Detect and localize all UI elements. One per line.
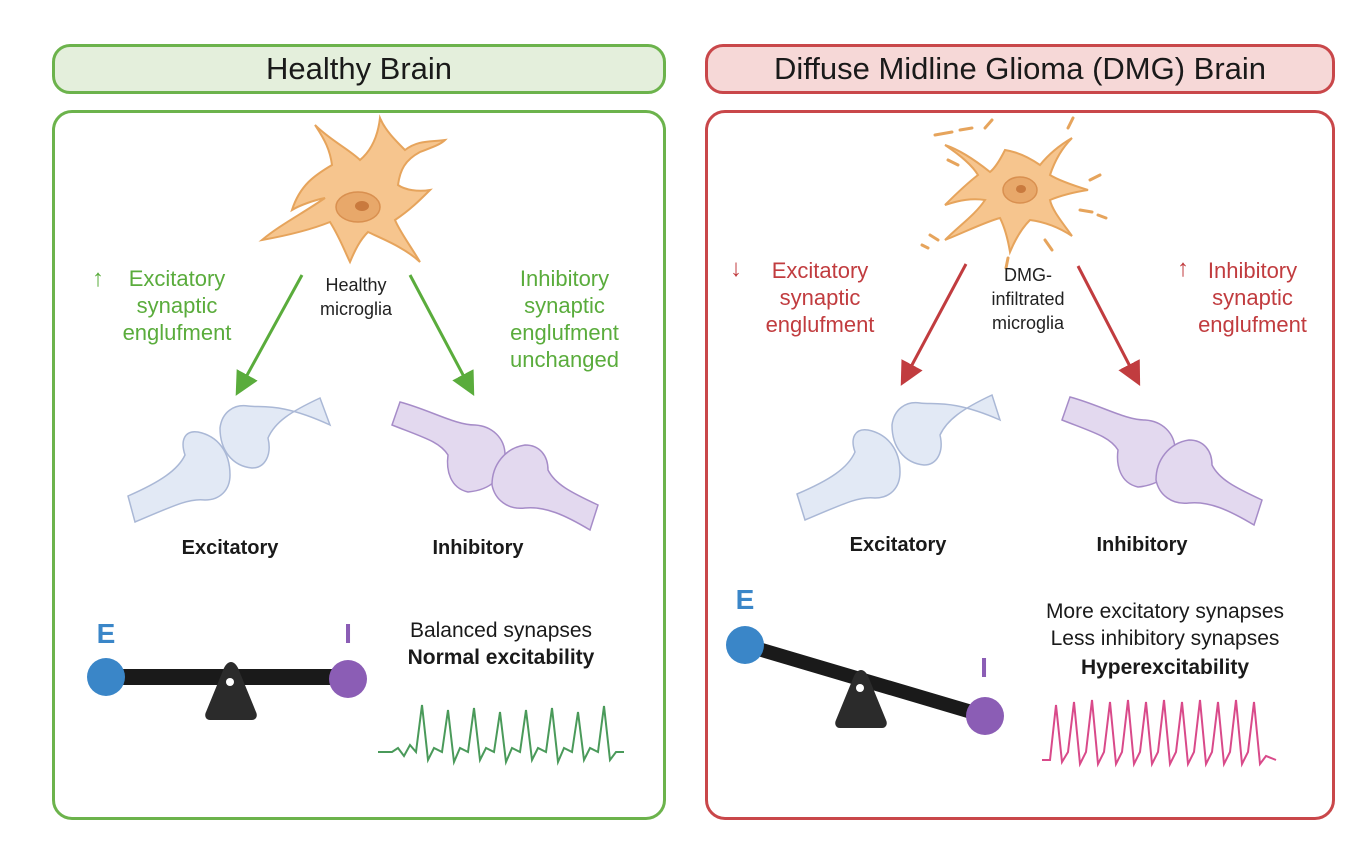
dmg-e-letter: E [735, 584, 755, 615]
dmg-header: Diffuse Midline Glioma (DMG) Brain [705, 44, 1335, 94]
dmg-status-line3: Hyperexcitability [1080, 656, 1250, 679]
dmg-inhibitory-synapse-icon [1061, 396, 1263, 527]
healthy-status-line1: Balanced synapses [409, 619, 593, 642]
dmg-left-arrow [900, 263, 968, 386]
healthy-i-letter: I [344, 618, 352, 649]
up-arrow-icon: ↑ [92, 265, 104, 292]
dmg-trace-icon [1042, 699, 1277, 768]
healthy-right-arrow [408, 274, 475, 396]
dmg-up-arrow-icon: ↑ [1177, 255, 1189, 282]
dmg-seesaw-icon [726, 626, 1004, 735]
dmg-right-label: Inhibitory synaptic englufment [1198, 258, 1307, 337]
healthy-microglia-label: Healthy microglia [319, 275, 393, 319]
healthy-excitatory-label: Excitatory [181, 537, 279, 559]
dmg-e-node [726, 626, 764, 664]
healthy-header: Healthy Brain [52, 44, 666, 94]
healthy-seesaw-icon [87, 658, 367, 720]
dmg-left-label: Excitatory synaptic englufment [765, 258, 875, 337]
dmg-excitatory-synapse-icon [796, 393, 1002, 522]
healthy-left-label: Excitatory synaptic englufment [122, 266, 232, 345]
dmg-i-node [966, 697, 1004, 735]
dmg-panel [705, 110, 1335, 820]
healthy-excitatory-synapse-icon [127, 396, 332, 524]
dmg-microglia-label: DMG-infiltrated microglia [991, 265, 1065, 333]
healthy-e-node [87, 658, 125, 696]
dmg-i-letter: I [980, 652, 988, 683]
healthy-inhibitory-label: Inhibitory [432, 537, 524, 559]
dmg-status-line2: Less inhibitory synapses [1050, 627, 1280, 650]
healthy-panel [52, 110, 666, 820]
healthy-i-node [329, 660, 367, 698]
down-arrow-icon: ↓ [730, 255, 742, 282]
dmg-status-line1: More excitatory synapses [1045, 600, 1285, 623]
dmg-microglia-icon [920, 116, 1108, 270]
healthy-inhibitory-synapse-icon [391, 401, 599, 532]
dmg-right-arrow [1076, 265, 1141, 386]
healthy-left-arrow [235, 274, 304, 396]
dmg-inhibitory-label: Inhibitory [1096, 534, 1188, 556]
healthy-title: Healthy Brain [265, 51, 453, 86]
healthy-trace-icon [378, 704, 624, 766]
healthy-e-letter: E [96, 618, 116, 649]
healthy-status-line2: Normal excitability [407, 646, 595, 669]
healthy-right-label: Inhibitory synaptic englufment unchanged [510, 266, 619, 372]
healthy-microglia-icon [258, 114, 448, 265]
dmg-title: Diffuse Midline Glioma (DMG) Brain [773, 51, 1267, 86]
dmg-excitatory-label: Excitatory [849, 534, 947, 556]
